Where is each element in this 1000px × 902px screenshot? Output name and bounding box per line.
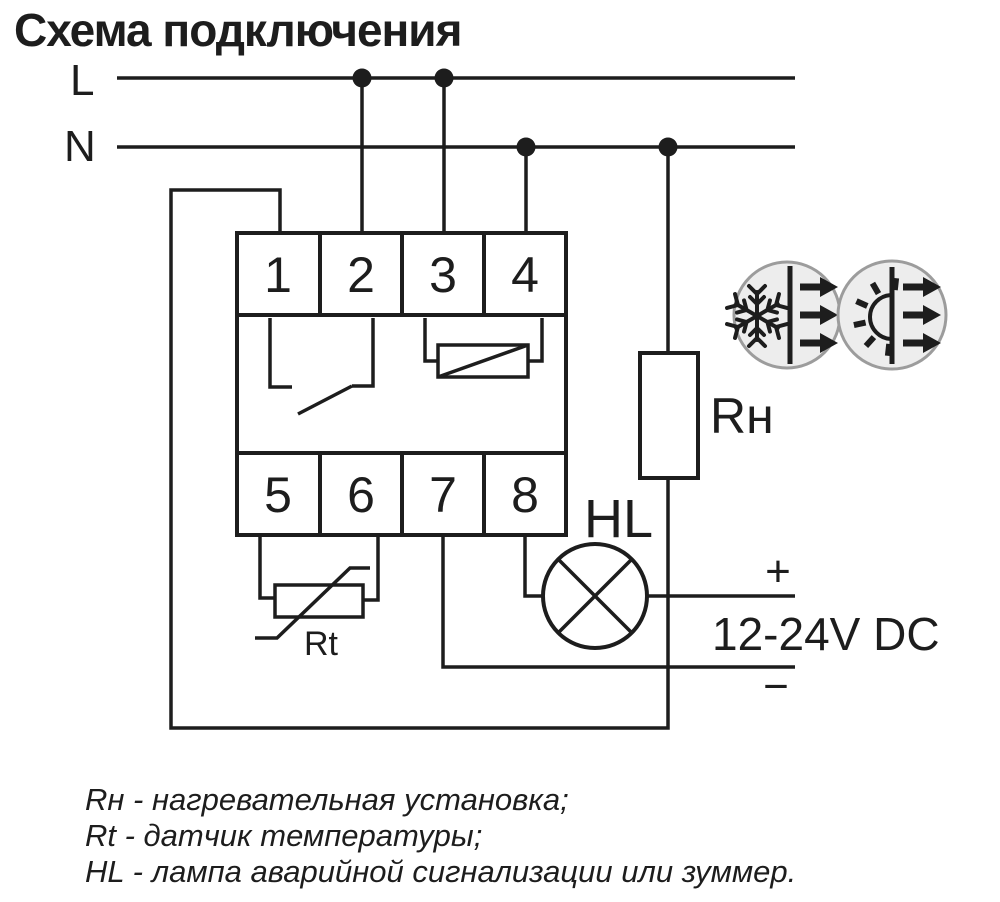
- arrow-right-icon: [903, 305, 941, 325]
- arrow-right-icon: [800, 277, 838, 297]
- power-rails: L N: [64, 56, 795, 353]
- arrow-right-icon: [903, 333, 941, 353]
- terminal-box-8: [482, 451, 568, 537]
- arrow-right-icon: [800, 305, 838, 325]
- terminal-box-4: [482, 231, 568, 317]
- terminal-number-7: 7: [429, 467, 457, 523]
- terminal-box-5: [235, 451, 322, 537]
- rt-resistor-body: [273, 583, 365, 619]
- terminal-number-2: 2: [347, 247, 375, 303]
- voltage-label: 12-24V DC: [712, 608, 940, 660]
- legend-line-hl: HL - лампа аварийной сигнализации или зу…: [85, 854, 796, 889]
- wire-terminal6-to-rt: [363, 535, 380, 602]
- terminal-number-3: 3: [429, 247, 457, 303]
- page-title: Схема подключения: [14, 4, 461, 56]
- hl-signal-lamp: HL: [523, 489, 653, 650]
- dc-supply: + − 12-24V DC: [441, 535, 940, 711]
- line-n-label: N: [64, 122, 96, 171]
- rt-diagonal-stroke: [255, 566, 370, 640]
- lamp-cross-stroke: [556, 557, 634, 635]
- rh-label: Rн: [710, 388, 774, 444]
- outer-loop-wire: [169, 188, 670, 730]
- wire-terminal5-to-rt: [258, 535, 275, 600]
- rh-resistor-body: [638, 351, 700, 480]
- junction-dot: [658, 137, 678, 157]
- internal-resistor-symbol: [423, 318, 544, 379]
- device-body: [235, 313, 568, 455]
- junction-dot: [434, 68, 454, 88]
- terminal-number-5: 5: [264, 467, 292, 523]
- minus-sign: −: [763, 662, 789, 711]
- relay-contact-symbol: [268, 318, 375, 416]
- supply-minus-line: [441, 535, 795, 669]
- junction-dot: [516, 137, 536, 157]
- junction-dot: [352, 68, 372, 88]
- rt-temperature-sensor: Rt: [255, 535, 380, 663]
- terminal-number-4: 4: [511, 247, 539, 303]
- terminal-box-3: [400, 231, 486, 317]
- rt-label: Rt: [304, 625, 339, 663]
- legend-line-rt: Rt - датчик температуры;: [85, 818, 482, 853]
- wire-terminal8-to-lamp: [523, 535, 543, 598]
- terminal-number-1: 1: [264, 247, 292, 303]
- terminal-number-6: 6: [347, 467, 375, 523]
- legend: Rн - нагревательная установка; Rt - датч…: [85, 782, 796, 889]
- rh-heating-load: Rн: [638, 351, 774, 480]
- plus-sign: +: [765, 547, 791, 596]
- terminal-number-8: 8: [511, 467, 539, 523]
- mode-icons: [725, 259, 948, 371]
- legend-line-rh: Rн - нагревательная установка;: [85, 782, 569, 817]
- terminal-box-7: [400, 451, 486, 537]
- arrow-right-icon: [800, 333, 838, 353]
- hl-label: HL: [584, 489, 653, 549]
- heating-mode-icon: [836, 259, 948, 371]
- terminal-box-2: [318, 231, 404, 317]
- arrow-right-icon: [903, 277, 941, 297]
- relay-device: 1 2 3 4 5 6 7 8: [235, 231, 568, 537]
- line-l-label: L: [70, 56, 94, 105]
- cooling-mode-icon: [725, 260, 842, 370]
- half-sun-icon: [853, 277, 900, 357]
